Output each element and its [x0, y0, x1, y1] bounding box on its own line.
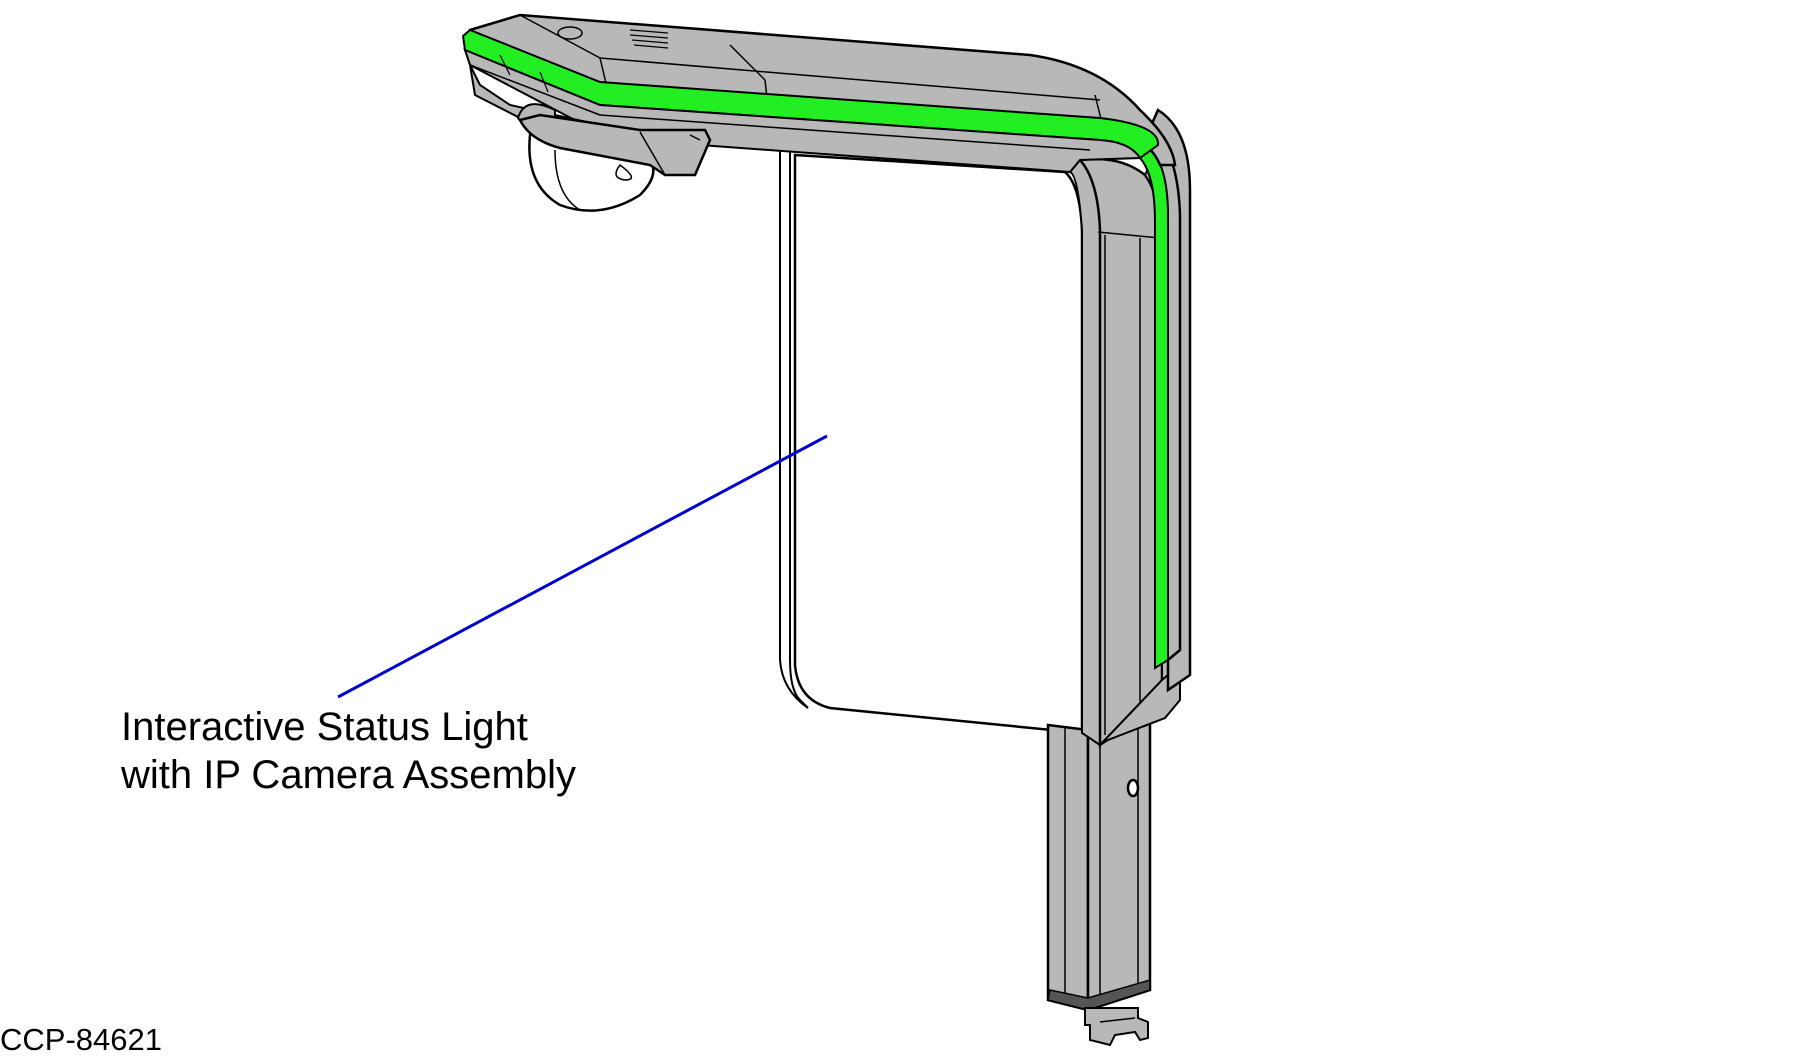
pole-screw-hole — [1126, 778, 1140, 798]
dome-camera-icon — [516, 103, 712, 212]
mounting-pole — [1046, 718, 1152, 1047]
callout-leader-line — [337, 434, 828, 699]
housing-vertical-arm — [1068, 108, 1192, 748]
callout-line-1: Interactive Status Light — [121, 705, 528, 749]
display-panel — [793, 153, 1084, 735]
callout-label: Interactive Status Light with IP Camera … — [121, 703, 576, 799]
panel-back-edge — [779, 147, 809, 709]
pole-bottom-tab — [1084, 1007, 1149, 1047]
figure-id: CCP-84621 — [0, 1022, 162, 1057]
callout-line-2: with IP Camera Assembly — [121, 753, 576, 797]
